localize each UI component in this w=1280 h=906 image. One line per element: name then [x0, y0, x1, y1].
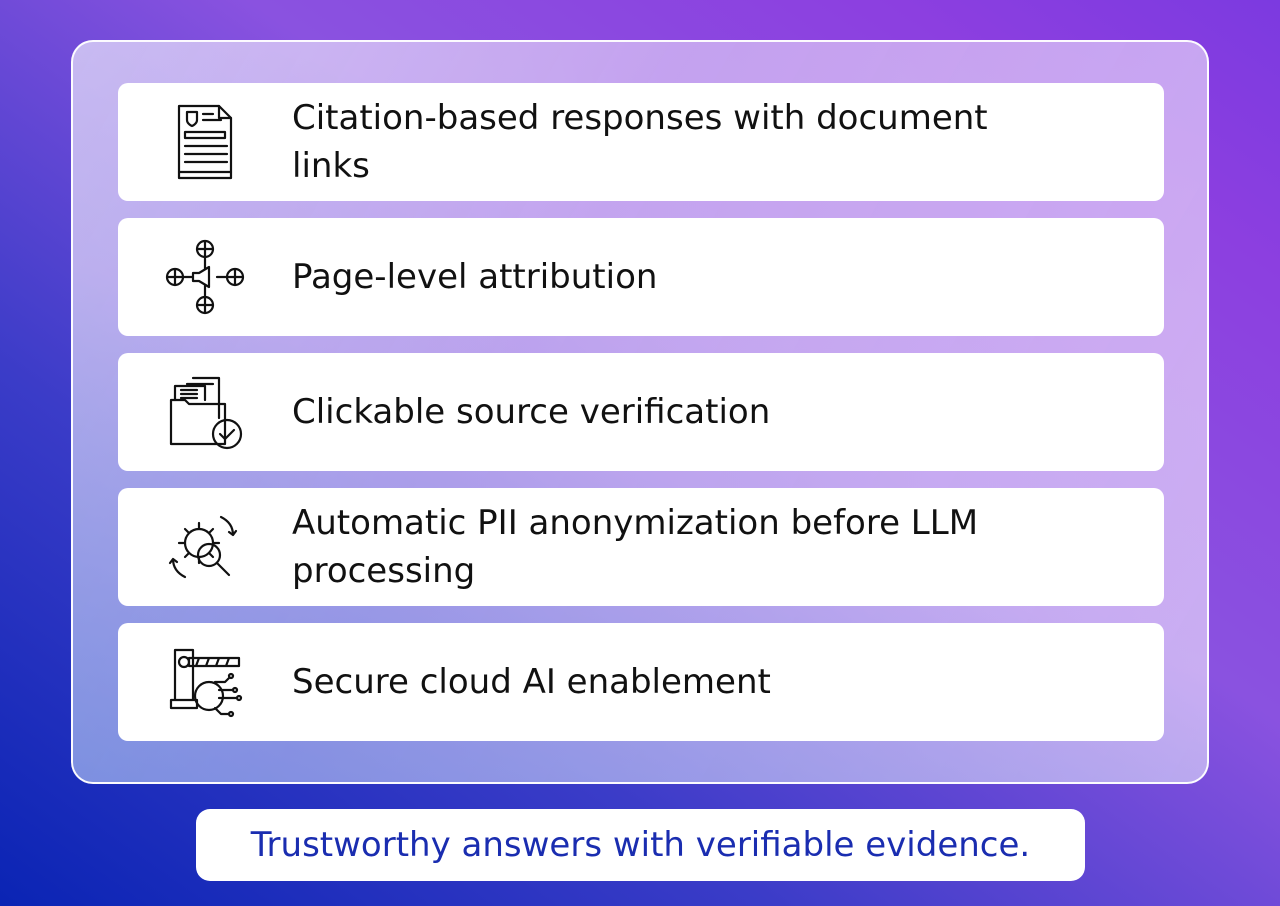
document-icon — [118, 100, 292, 184]
feature-label: Secure cloud AI enablement — [292, 662, 771, 702]
feature-card-verification: Clickable source verification — [118, 353, 1164, 471]
feature-label: Citation-based responses with document l… — [292, 98, 988, 186]
feature-label: Page-level attribution — [292, 257, 658, 297]
features-panel: Citation-based responses with document l… — [71, 40, 1209, 784]
network-broadcast-icon — [118, 235, 292, 319]
feature-label: Automatic PII anonymization before LLM p… — [292, 503, 979, 591]
feature-card-cloud-ai: Secure cloud AI enablement — [118, 623, 1164, 741]
folder-check-icon — [118, 370, 292, 454]
tagline-banner: Trustworthy answers with verifiable evid… — [196, 809, 1085, 881]
feature-card-citations: Citation-based responses with document l… — [118, 83, 1164, 201]
feature-label: Clickable source verification — [292, 392, 771, 432]
feature-card-pii: Automatic PII anonymization before LLM p… — [118, 488, 1164, 606]
secure-gate-circuit-icon — [118, 640, 292, 724]
gear-search-icon — [118, 505, 292, 589]
feature-card-attribution: Page-level attribution — [118, 218, 1164, 336]
